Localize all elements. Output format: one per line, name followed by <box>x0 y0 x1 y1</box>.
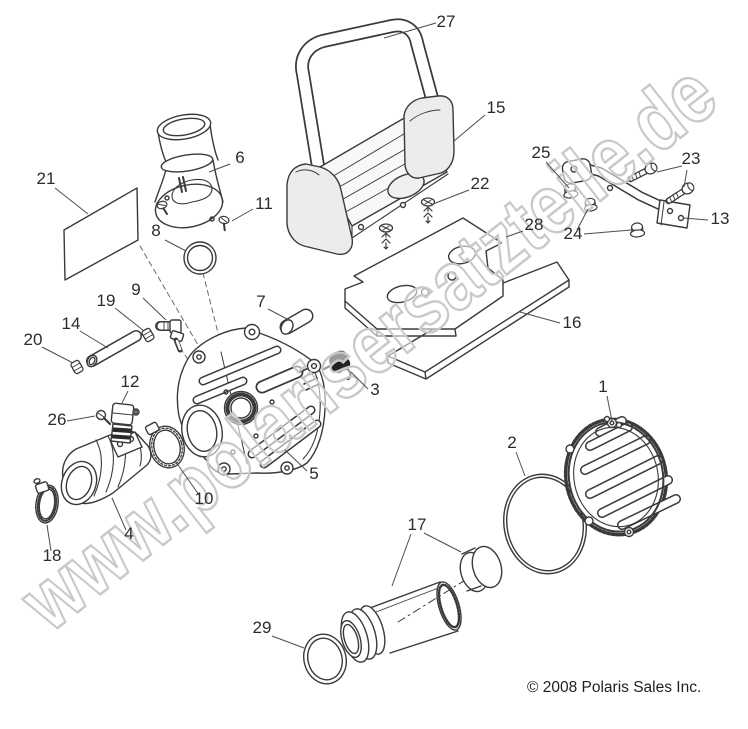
part-17-drawing <box>340 545 503 663</box>
leader-line-19 <box>114 307 145 332</box>
callout-10: 10 <box>195 489 214 508</box>
callout-12: 12 <box>121 372 140 391</box>
leader-line-21 <box>54 187 89 215</box>
part-26-drawing <box>95 409 112 426</box>
part-13-drawing <box>561 158 691 229</box>
part-9-drawing <box>155 319 185 353</box>
callout-26: 26 <box>48 410 67 429</box>
leader-line-5 <box>284 449 308 472</box>
leader-line-26 <box>66 415 96 422</box>
leader-line-6 <box>208 163 231 173</box>
part-1-drawing <box>563 415 681 538</box>
leader-line-27 <box>383 22 437 39</box>
leader-line-23 <box>656 165 683 173</box>
leader-line-7 <box>267 308 290 321</box>
part-27-drawing <box>295 18 447 168</box>
leader-line-23 <box>683 169 688 188</box>
leader-line-11 <box>231 208 254 222</box>
leader-line-12 <box>121 390 129 404</box>
callout-8: 8 <box>151 221 160 240</box>
leader-line-22 <box>432 189 470 205</box>
callout-6: 6 <box>235 148 244 167</box>
callout-27: 27 <box>437 12 456 31</box>
callout-15: 15 <box>487 98 506 117</box>
part-21-drawing <box>63 187 139 281</box>
callout-2: 2 <box>507 433 516 452</box>
callout-13: 13 <box>711 209 730 228</box>
part-10-drawing <box>144 421 185 469</box>
copyright-text: © 2008 Polaris Sales Inc. <box>527 679 701 696</box>
leader-line-1 <box>606 395 613 422</box>
part-15-drawing <box>286 95 455 256</box>
leader-line-16 <box>519 311 561 324</box>
leader-line-13 <box>682 217 709 221</box>
callout-24: 24 <box>564 224 583 243</box>
parts-layer <box>33 18 695 685</box>
callout-16: 16 <box>563 313 582 332</box>
leader-line-14 <box>79 330 109 349</box>
callout-19: 19 <box>97 291 116 310</box>
callout-4: 4 <box>124 524 133 543</box>
leader-line-4 <box>111 497 127 531</box>
leader-line-17 <box>423 532 462 553</box>
leader-line-24 <box>583 229 632 235</box>
leader-line-25 <box>545 161 570 189</box>
callout-3: 3 <box>370 380 379 399</box>
part-28-drawing <box>344 217 504 337</box>
callout-5: 5 <box>309 464 318 483</box>
leader-line-10 <box>175 461 200 496</box>
callout-14: 14 <box>62 314 81 333</box>
leader-line-24 <box>576 208 589 231</box>
part-5-drawing <box>176 323 326 476</box>
leader-line-15 <box>453 114 486 142</box>
part-3-drawing <box>322 350 352 381</box>
leader-line-20 <box>41 346 74 364</box>
callout-22: 22 <box>471 174 490 193</box>
callout-20: 20 <box>24 330 43 349</box>
callout-28: 28 <box>525 215 544 234</box>
part-7-drawing <box>279 308 314 335</box>
callout-18: 18 <box>43 546 62 565</box>
callout-17: 17 <box>408 515 427 534</box>
leader-line-28 <box>505 230 524 238</box>
part-4-drawing <box>60 429 152 506</box>
callout-21: 21 <box>37 169 56 188</box>
callout-23: 23 <box>682 149 701 168</box>
callout-9: 9 <box>131 280 140 299</box>
part-6-drawing <box>154 113 231 232</box>
leader-line-18 <box>46 524 52 552</box>
part-18-drawing <box>33 478 59 524</box>
leader-line-9 <box>142 297 167 321</box>
leader-line-8 <box>164 239 187 252</box>
part-8-drawing <box>183 241 217 275</box>
callout-1: 1 <box>598 377 607 396</box>
part-14-drawing <box>86 330 142 368</box>
leader-line-3 <box>350 371 369 390</box>
part-12-drawing <box>110 402 140 444</box>
part-29-drawing <box>303 633 347 685</box>
leader-line-2 <box>515 451 526 477</box>
callout-11: 11 <box>255 194 273 213</box>
callout-29: 29 <box>253 618 272 637</box>
part-20-drawing <box>69 358 85 376</box>
leader-line-29 <box>271 635 305 649</box>
leader-line-17 <box>391 533 412 587</box>
callout-7: 7 <box>256 292 265 311</box>
callout-25: 25 <box>532 143 551 162</box>
